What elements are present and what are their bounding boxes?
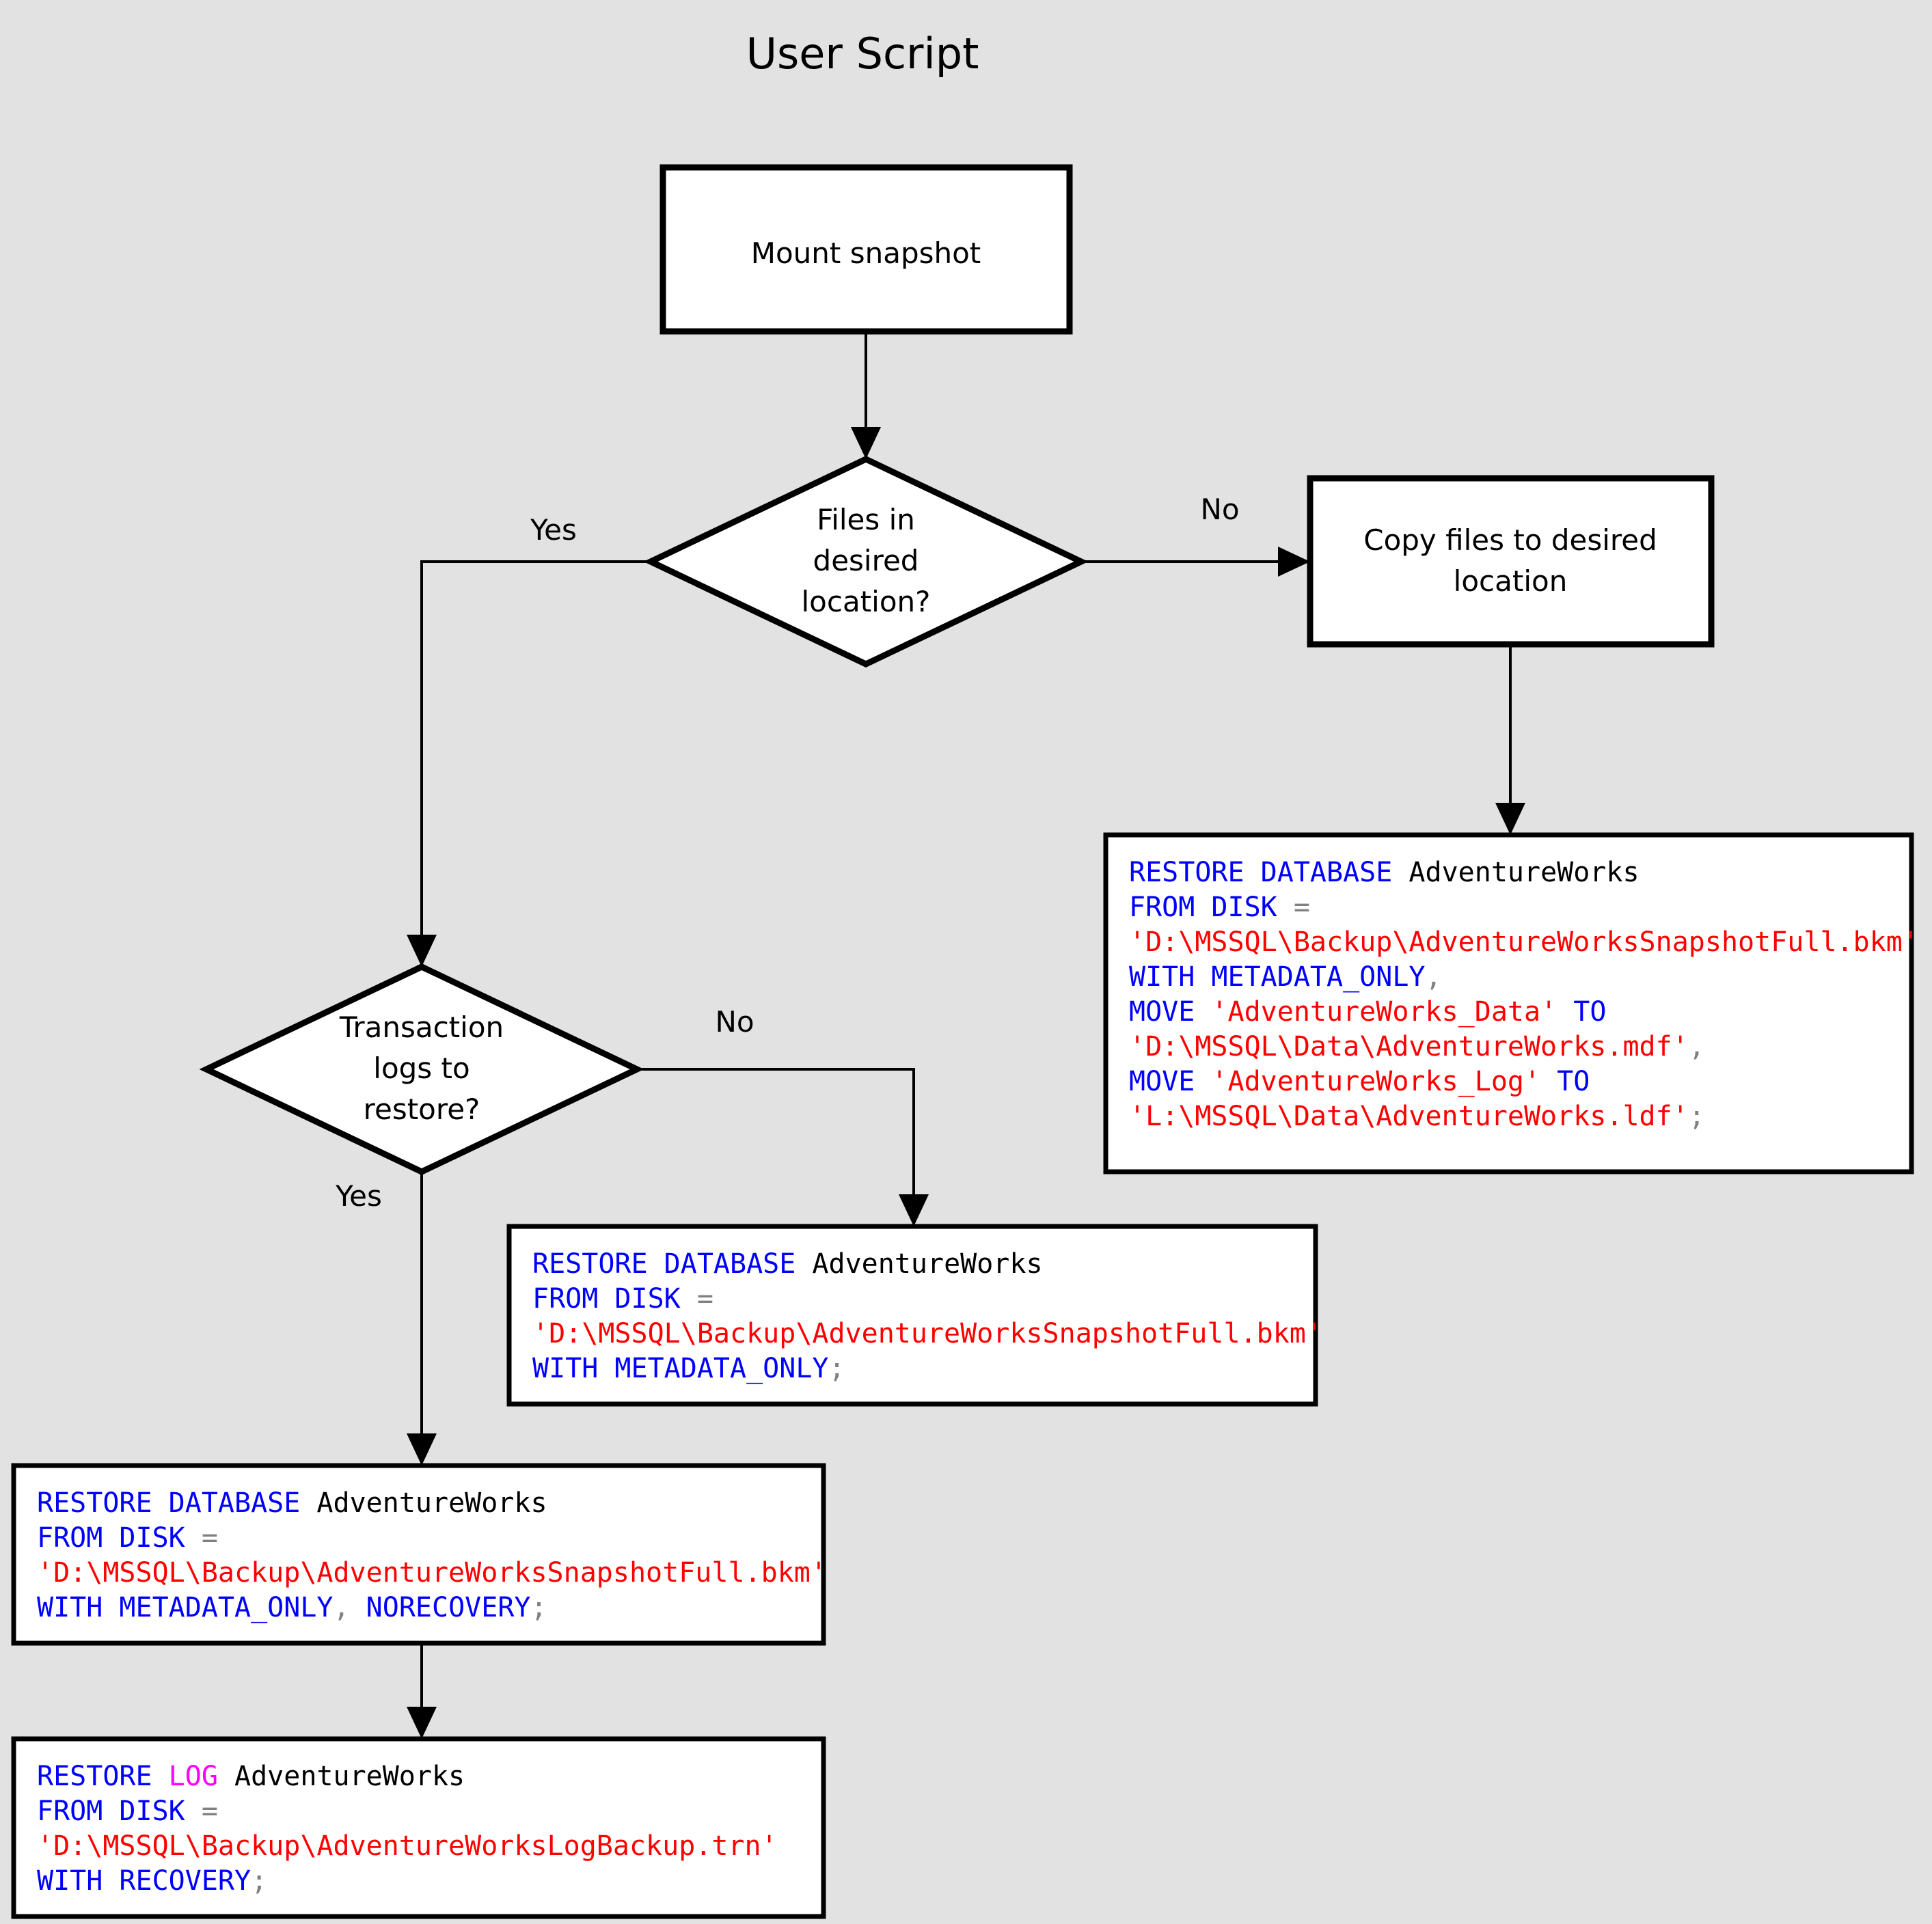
restore-database-metadata-only-line-2: FROM DISK = [532, 1283, 713, 1315]
edge-label-logs-no: No [715, 1005, 754, 1039]
files-decision-line-3: location? [802, 585, 931, 618]
files-decision-line-2: desired [813, 544, 919, 577]
restore-database-metadata-only-line-4: WITH METADATA_ONLY; [532, 1353, 845, 1384]
edge-label-files-no: No [1200, 493, 1239, 526]
restore-with-move-box [1103, 832, 1914, 1174]
restore-log-recovery-line-1: RESTORE LOG AdventureWorks [37, 1761, 465, 1792]
restore-database-metadata-only-line-1: RESTORE DATABASE AdventureWorks [532, 1248, 1043, 1280]
restore-database-with-move-line-4: WITH METADATA_ONLY, [1129, 961, 1442, 993]
arrow-head-icon [899, 1194, 929, 1226]
edge-label-logs-yes: Yes [335, 1179, 382, 1213]
transaction-logs-line-2: logs to [373, 1052, 470, 1085]
edge-files-no: No [1081, 493, 1310, 577]
restore-database-norecovery-line-1: RESTORE DATABASE AdventureWorks [37, 1487, 547, 1519]
arrow-head-icon [1495, 803, 1525, 835]
mount-snapshot-label: Mount snapshot [751, 236, 981, 270]
files-decision-line-1: Files in [817, 503, 915, 536]
node-copy-files[interactable]: Copy files to desired location [1307, 475, 1715, 648]
restore-database-norecovery-line-4: WITH METADATA_ONLY, NORECOVERY; [37, 1592, 547, 1623]
restore-database-norecovery-line-3: 'D:\MSSQL\Backup\AdventureWorksSnapshotF… [37, 1557, 827, 1589]
arrow-head-icon [851, 427, 881, 459]
edge-mount-to-files-decision [851, 331, 881, 459]
restore-metadata-only-box [506, 1224, 1318, 1407]
copy-files-box [1307, 475, 1715, 648]
files-decision-diamond [643, 456, 1089, 668]
restore-norecovery-box [11, 1463, 826, 1646]
arrow-head-icon [407, 1707, 437, 1739]
restore-database-with-move-line-3: 'D:\MSSQL\Backup\AdventureWorksSnapshotF… [1129, 926, 1919, 958]
restore-log-box [11, 1736, 826, 1919]
copy-files-line-1: Copy files to desired [1363, 523, 1657, 557]
restore-log-recovery-line-3: 'D:\MSSQL\Backup\AdventureWorksLogBackup… [37, 1830, 778, 1862]
edge-logs-no: No [637, 1005, 929, 1226]
edge-copy-to-restore-move [1495, 644, 1525, 835]
transaction-logs-line-1: Transaction [339, 1011, 504, 1044]
edge-label-files-yes: Yes [530, 513, 577, 547]
restore-database-norecovery-line-2: FROM DISK = [37, 1522, 218, 1554]
edge-norecovery-to-log [407, 1643, 437, 1739]
copy-files-line-2: location [1454, 564, 1568, 598]
transaction-logs-line-3: restore? [364, 1092, 480, 1126]
edge-files-yes: Yes [407, 513, 651, 967]
arrow-head-icon [407, 1433, 437, 1466]
restore-database-with-move-line-8: 'L:\MSSQL\Data\AdventureWorks.ldf'; [1129, 1101, 1705, 1132]
arrow-head-icon [1278, 547, 1310, 577]
mount-snapshot-box [659, 164, 1073, 335]
restore-log-recovery-line-2: FROM DISK = [37, 1796, 218, 1827]
page-title: User Script [746, 29, 979, 79]
restore-database-with-move-line-1: RESTORE DATABASE AdventureWorks [1129, 857, 1640, 888]
restore-database-with-move-line-5: MOVE 'AdventureWorks_Data' TO [1129, 996, 1606, 1028]
node-files-in-desired-location[interactable]: Files in desired location? [643, 456, 1089, 668]
node-transaction-logs[interactable]: Transaction logs to restore? [199, 963, 644, 1175]
restore-log-recovery-line-4: WITH RECOVERY; [37, 1865, 267, 1897]
restore-database-metadata-only-line-3: 'D:\MSSQL\Backup\AdventureWorksSnapshotF… [532, 1318, 1322, 1349]
restore-database-with-move-line-7: MOVE 'AdventureWorks_Log' TO [1129, 1066, 1590, 1097]
restore-database-with-move-line-2: FROM DISK = [1129, 892, 1310, 923]
node-mount-snapshot[interactable]: Mount snapshot [659, 164, 1073, 335]
restore-database-with-move-line-6: 'D:\MSSQL\Data\AdventureWorks.mdf', [1129, 1031, 1705, 1062]
arrow-head-icon [407, 935, 437, 967]
edge-logs-yes: Yes [335, 1172, 437, 1466]
